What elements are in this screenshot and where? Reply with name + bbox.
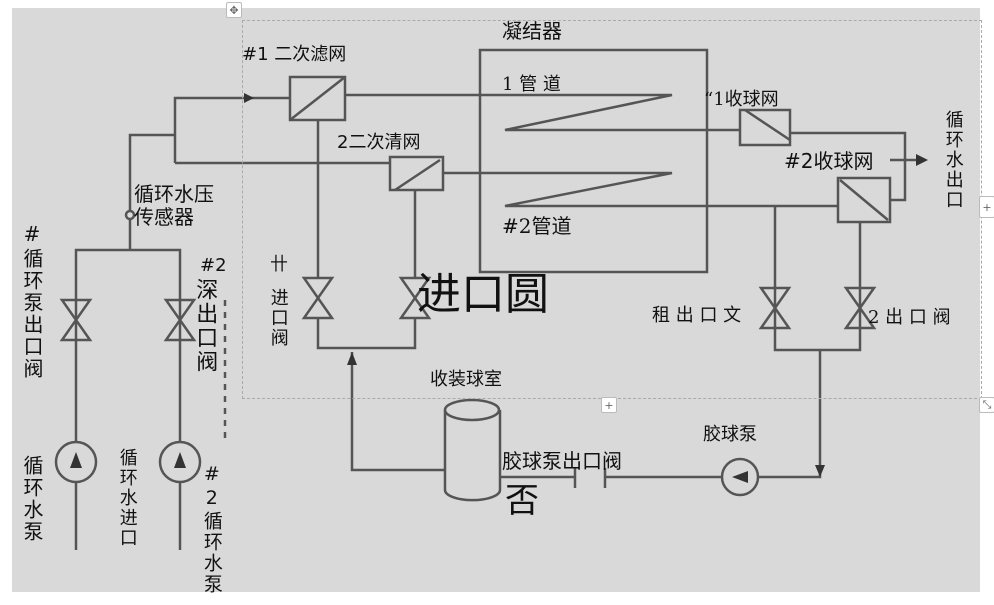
ball-chamber-label: 收装球室 <box>430 369 502 390</box>
inlet-valve-label: 进口阀 <box>267 288 289 348</box>
pipe-diagram <box>54 48 928 550</box>
pipe1-label: 1 管 道 <box>502 74 561 95</box>
ball-pump-valve-label: 胶球泵出口阀 <box>502 449 622 473</box>
inlet-valve-prefix: 卄 <box>270 254 288 275</box>
pump2-outlet-valve-prefix: #2 <box>200 255 227 276</box>
move-handle-icon[interactable]: ✥ <box>226 2 242 18</box>
condenser-box <box>478 48 709 274</box>
collector2-label: #2收球网 <box>784 149 874 173</box>
ball-chamber-tank <box>443 410 502 502</box>
collector1-label: “1收球网 <box>704 89 779 110</box>
collector1-box <box>738 108 792 147</box>
diagram-image[interactable]: #1 二次滤网 凝结器 1 管 道 “1收球网 循环水出口 #2收球网 2二次清… <box>12 8 980 595</box>
pressure-sensor-label: 循环水压传感器 <box>134 183 214 229</box>
pressure-sensor-line2: 传感器 <box>134 205 194 229</box>
pipe2-label: #2管道 <box>502 214 572 238</box>
outlet-valve2-label: 2 出 口 阀 <box>868 307 951 328</box>
condenser-label: 凝结器 <box>502 19 562 43</box>
inlet-big-label: 进口圆 <box>417 269 549 320</box>
water-outlet-label: 循环水出口 <box>942 110 964 210</box>
water-inlet-label: 循环水进口 <box>116 448 138 548</box>
pump1-label: 循环水泵 <box>20 455 44 543</box>
add-right-icon[interactable]: + <box>979 196 994 218</box>
pump1-outlet-valve-label: #循环泵出口阀 <box>20 222 44 380</box>
valve <box>163 298 197 342</box>
resize-handle-icon[interactable]: ⤡ <box>979 397 994 413</box>
no-char-label: 否 <box>505 481 539 521</box>
add-below-icon[interactable]: + <box>601 397 617 413</box>
collector2-box <box>836 176 892 224</box>
flow-arrow <box>244 93 254 103</box>
filter2-label: 2二次清网 <box>337 132 421 153</box>
filter1-label: #1 二次滤网 <box>242 44 347 65</box>
pressure-sensor-line1: 循环水压 <box>134 182 214 206</box>
pump2-label: #2循环水泵 <box>200 463 223 595</box>
pressure-sensor <box>124 209 136 221</box>
outlet-arrow <box>916 154 928 166</box>
pump2-outlet-valve-label: 深出口阀 <box>192 278 218 374</box>
outlet-valve1-label: 租 出 口 文 <box>652 305 742 326</box>
ball-pump-label: 胶球泵 <box>703 424 757 445</box>
valve <box>59 298 93 342</box>
